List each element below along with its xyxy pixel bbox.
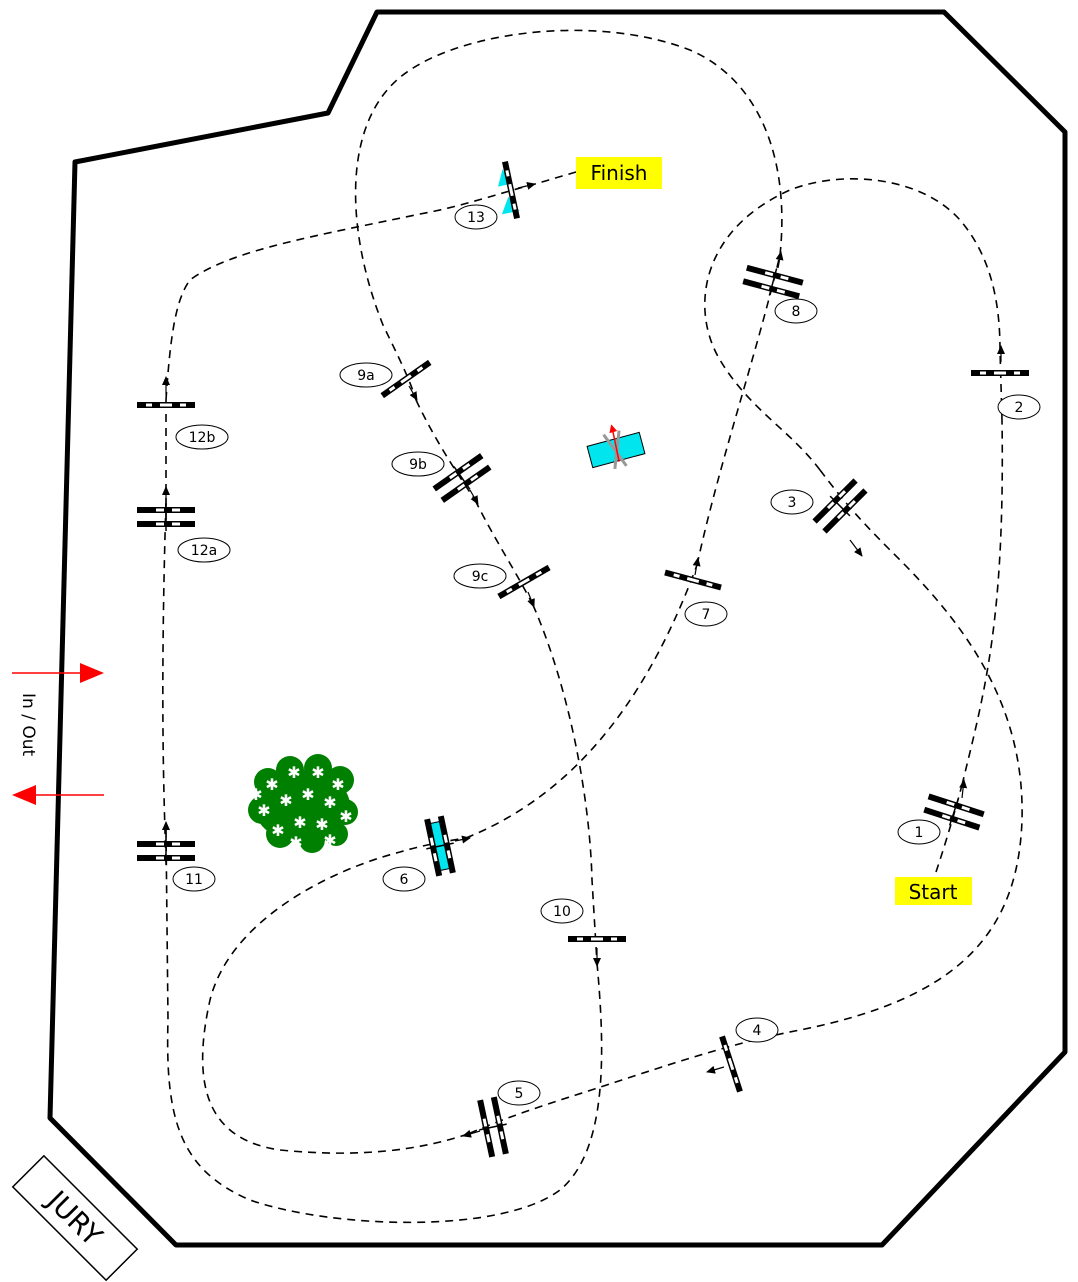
number-text: 11 (185, 872, 203, 888)
number-text: 5 (515, 1086, 524, 1102)
label-7: 7 (684, 601, 728, 627)
label-9c: 9c (453, 563, 507, 589)
number-text: 9a (357, 368, 375, 384)
number-text: 9c (472, 569, 489, 585)
arrow-out-icon (12, 785, 36, 805)
number-text: 9b (409, 457, 427, 473)
number-text: 12b (189, 430, 216, 446)
course-path (162, 29, 1023, 1224)
label-2: 2 (997, 394, 1041, 420)
label-6: 6 (382, 866, 426, 892)
number-text: 12a (191, 543, 217, 559)
svg-text:✱: ✱ (249, 785, 262, 804)
label-9a: 9a (339, 362, 393, 388)
obstacle-12a (136, 502, 196, 532)
svg-text:✱: ✱ (265, 775, 278, 794)
obstacle-13 (498, 161, 520, 219)
number-text: 6 (400, 872, 409, 888)
arrow-in-icon (80, 663, 104, 683)
label-12a: 12a (177, 537, 231, 563)
svg-text:✱: ✱ (339, 807, 352, 826)
number-text: 2 (1015, 400, 1024, 416)
obstacle-6 (419, 813, 461, 879)
start-label: Start (909, 880, 958, 904)
svg-text:✱: ✱ (301, 785, 314, 804)
svg-text:✱: ✱ (289, 833, 302, 852)
svg-text:✱: ✱ (331, 775, 344, 794)
svg-text:✱: ✱ (323, 793, 336, 812)
obstacle-5 (472, 1094, 514, 1160)
label-8: 8 (774, 298, 818, 324)
obstacle-11 (136, 836, 196, 866)
in-out-label: In / Out (18, 693, 38, 756)
water-tray-icon (586, 424, 646, 470)
start-marker: Start (895, 877, 972, 905)
obstacle-2 (971, 370, 1029, 376)
number-text: 1 (915, 825, 924, 841)
obstacle-3 (808, 474, 872, 538)
svg-text:✱: ✱ (279, 791, 292, 810)
label-9b: 9b (391, 451, 445, 477)
label-13: 13 (454, 204, 498, 230)
obstacle-12b (137, 402, 195, 408)
label-12b: 12b (175, 424, 229, 450)
number-text: 7 (702, 607, 711, 623)
svg-text:✱: ✱ (311, 763, 324, 782)
label-11: 11 (172, 866, 216, 892)
number-text: 8 (792, 304, 801, 320)
in-out-gate: In / Out (12, 663, 104, 805)
svg-text:✱: ✱ (293, 813, 306, 832)
label-10: 10 (540, 898, 584, 924)
label-5: 5 (497, 1080, 541, 1106)
label-4: 4 (735, 1017, 779, 1043)
finish-label: Finish (591, 161, 648, 185)
label-1: 1 (897, 819, 941, 845)
number-text: 10 (553, 904, 571, 920)
number-text: 13 (467, 210, 485, 226)
number-text: 4 (753, 1023, 762, 1039)
arena-boundary (47, 9, 1068, 1248)
svg-text:✱: ✱ (287, 763, 300, 782)
finish-marker: Finish (576, 157, 662, 189)
svg-text:✱: ✱ (257, 801, 270, 820)
jury-box: JURY (11, 1154, 139, 1282)
bush-icon: ✱✱✱✱ ✱✱✱✱ ✱✱✱✱ ✱✱✱ (248, 754, 358, 853)
obstacle-10 (568, 936, 626, 942)
label-3: 3 (770, 489, 814, 515)
svg-text:✱: ✱ (271, 821, 284, 840)
svg-text:✱: ✱ (323, 831, 336, 850)
number-text: 3 (788, 495, 797, 511)
obstacle-9c (497, 564, 551, 600)
obstacle-7 (664, 569, 722, 591)
svg-text:✱: ✱ (315, 815, 328, 834)
obstacle-8 (740, 260, 806, 304)
crossed-flags-icon (602, 424, 628, 470)
